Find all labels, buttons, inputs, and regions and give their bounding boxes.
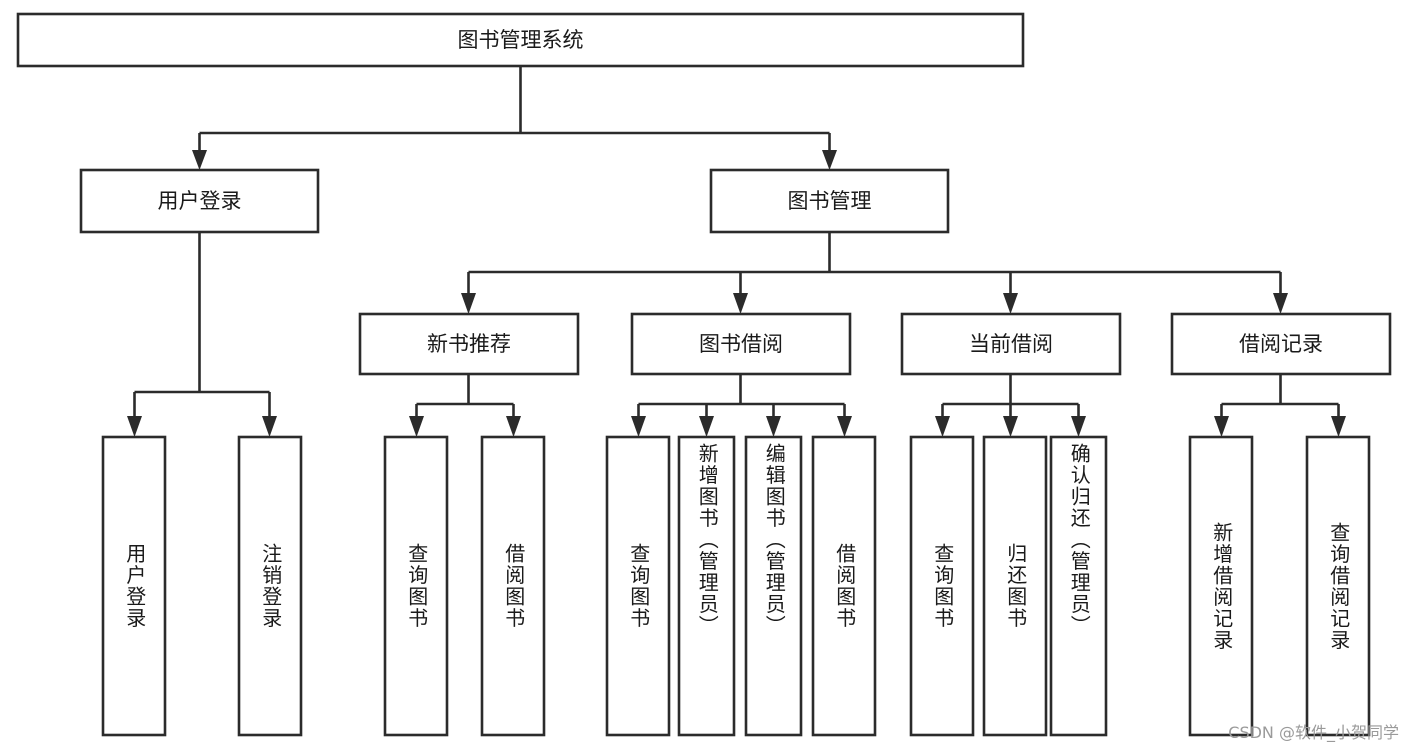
node-new-book-rec[interactable]: 新书推荐 xyxy=(358,312,580,376)
node-layer: 图书管理系统 用户登录 图书管理 新书推荐 图书借阅 xyxy=(16,12,1392,737)
node-book-mgmt-label: 图书管理 xyxy=(788,189,872,213)
node-current-borrow-box[interactable] xyxy=(900,312,1122,376)
arrow-to-leaf-add-record xyxy=(1214,416,1229,437)
node-root-label: 图书管理系统 xyxy=(458,28,584,52)
node-leaf-user-login-box[interactable] xyxy=(101,435,167,737)
connector-layer xyxy=(127,66,1346,437)
node-book-borrow-label: 图书借阅 xyxy=(699,332,783,356)
arrow-root-to-user-login xyxy=(192,150,207,170)
arrow-to-leaf-borrow-book-2 xyxy=(837,416,852,437)
node-leaf-confirm-return-box[interactable] xyxy=(1049,435,1108,737)
node-user-login-box[interactable] xyxy=(79,168,320,234)
node-leaf-query-record-box[interactable] xyxy=(1305,435,1371,737)
node-new-book-rec-box[interactable] xyxy=(358,312,580,376)
arrow-to-leaf-query-book-2 xyxy=(631,416,646,437)
node-leaf-edit-book-box[interactable] xyxy=(744,435,803,737)
node-borrow-record[interactable]: 借阅记录 xyxy=(1170,312,1392,376)
node-user-login[interactable]: 用户登录 xyxy=(79,168,320,234)
arrow-root-to-book-mgmt xyxy=(822,150,837,170)
node-new-book-rec-label: 新书推荐 xyxy=(427,332,511,356)
node-leaf-add-record-box[interactable] xyxy=(1188,435,1254,737)
arrow-to-leaf-logout xyxy=(262,416,277,437)
node-current-borrow[interactable]: 当前借阅 xyxy=(900,312,1122,376)
arrow-to-leaf-user-login xyxy=(127,416,142,437)
node-user-login-label: 用户登录 xyxy=(158,189,242,213)
node-leaf-add-book-box[interactable] xyxy=(677,435,736,737)
node-leaf-return-book-box[interactable] xyxy=(982,435,1048,737)
arrow-to-leaf-add-book xyxy=(699,416,714,437)
node-book-mgmt[interactable]: 图书管理 xyxy=(709,168,950,234)
node-leaf-borrow-book-2-box[interactable] xyxy=(811,435,877,737)
csdn-watermark: CSDN @软件_小贺同学 xyxy=(1228,723,1399,742)
arrow-to-current-borrow xyxy=(1003,293,1018,314)
node-leaf-logout-box[interactable] xyxy=(237,435,303,737)
node-book-borrow-box[interactable] xyxy=(630,312,852,376)
node-book-borrow[interactable]: 图书借阅 xyxy=(630,312,852,376)
arrow-to-leaf-return-book xyxy=(1003,416,1018,437)
arrow-to-leaf-edit-book xyxy=(766,416,781,437)
arrow-to-book-borrow xyxy=(733,293,748,314)
node-current-borrow-label: 当前借阅 xyxy=(969,332,1053,356)
arrow-to-leaf-query-book-1 xyxy=(409,416,424,437)
node-root-box[interactable] xyxy=(16,12,1025,68)
node-borrow-record-box[interactable] xyxy=(1170,312,1392,376)
node-leaf-query-book-2-box[interactable] xyxy=(605,435,671,737)
arrow-to-leaf-query-record xyxy=(1331,416,1346,437)
arrow-to-new-book-rec xyxy=(461,293,476,314)
arrow-to-leaf-query-book-3 xyxy=(935,416,950,437)
node-root[interactable]: 图书管理系统 xyxy=(16,12,1025,68)
node-leaf-borrow-book-1-box[interactable] xyxy=(480,435,546,737)
arrow-to-leaf-borrow-book-1 xyxy=(506,416,521,437)
node-borrow-record-label: 借阅记录 xyxy=(1239,332,1323,356)
node-book-mgmt-box[interactable] xyxy=(709,168,950,234)
node-leaf-query-book-1-box[interactable] xyxy=(383,435,449,737)
node-leaf-query-book-3-box[interactable] xyxy=(909,435,975,737)
arrow-to-leaf-confirm-return xyxy=(1071,416,1086,437)
arrow-to-borrow-record xyxy=(1273,293,1288,314)
